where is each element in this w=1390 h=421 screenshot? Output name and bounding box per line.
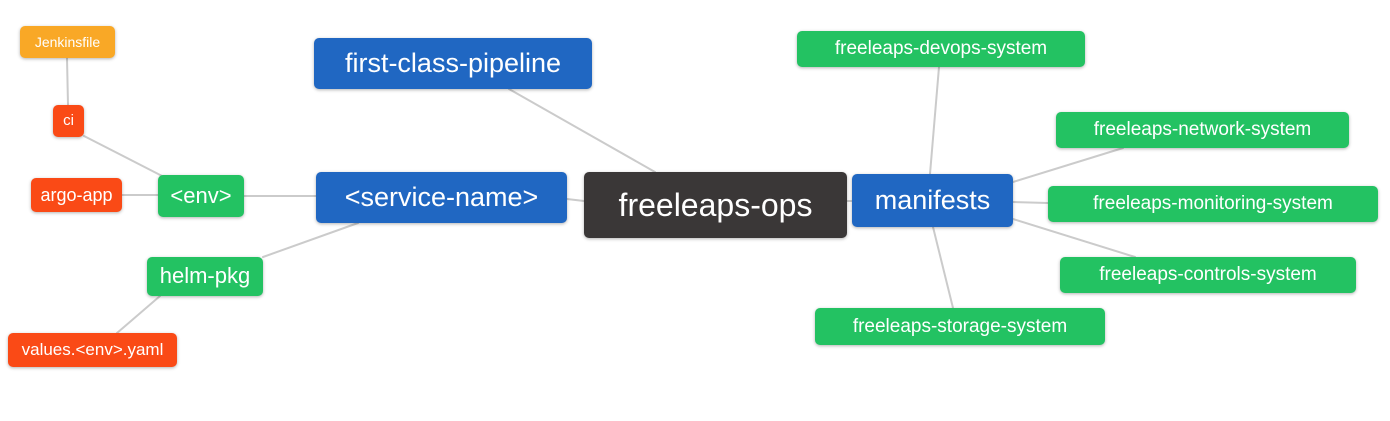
edge-manifests--freeleaps-devops-system <box>929 66 940 175</box>
edge-manifests--freeleaps-network-system <box>1012 147 1124 183</box>
node-freeleaps-ops[interactable]: freeleaps-ops <box>584 172 847 238</box>
edge-helm-pkg--values-env-yaml <box>116 295 161 334</box>
node-label: first-class-pipeline <box>344 47 562 78</box>
edge-manifests--freeleaps-controls-system <box>1012 218 1136 258</box>
node-argo-app[interactable]: argo-app <box>31 178 122 212</box>
node-service-name[interactable]: <service-name> <box>316 172 567 223</box>
node-freeleaps-controls-system[interactable]: freeleaps-controls-system <box>1060 257 1356 293</box>
node-manifests[interactable]: manifests <box>852 174 1013 227</box>
edge-manifests--freeleaps-storage-system <box>932 226 954 309</box>
node-jenkinsfile[interactable]: Jenkinsfile <box>20 26 115 58</box>
node-label: Jenkinsfile <box>34 33 101 50</box>
node-label: argo-app <box>40 184 113 205</box>
node-values-env-yaml[interactable]: values.<env>.yaml <box>8 333 177 367</box>
node-label: freeleaps-storage-system <box>852 315 1068 337</box>
edge-first-class-pipeline--freeleaps-ops <box>508 88 656 173</box>
edge-jenkinsfile--ci <box>66 57 69 106</box>
node-freeleaps-network-system[interactable]: freeleaps-network-system <box>1056 112 1349 148</box>
node-label: freeleaps-ops <box>618 186 813 223</box>
node-label: <env> <box>170 182 232 208</box>
node-label: freeleaps-network-system <box>1093 119 1312 140</box>
node-helm-pkg[interactable]: helm-pkg <box>147 257 263 296</box>
node-freeleaps-storage-system[interactable]: freeleaps-storage-system <box>815 308 1105 345</box>
node-label: <service-name> <box>344 181 539 212</box>
node-label: freeleaps-controls-system <box>1099 264 1317 285</box>
node-label: values.<env>.yaml <box>21 340 164 359</box>
edge-service-name--freeleaps-ops <box>566 198 585 202</box>
node-ci[interactable]: ci <box>53 105 84 137</box>
node-label: helm-pkg <box>159 263 251 288</box>
node-label: freeleaps-devops-system <box>834 38 1048 59</box>
edge-service-name--helm-pkg <box>262 222 359 258</box>
node-env[interactable]: <env> <box>158 175 244 217</box>
edge-ci--env <box>83 135 167 179</box>
node-freeleaps-monitoring-system[interactable]: freeleaps-monitoring-system <box>1048 186 1378 222</box>
node-freeleaps-devops-system[interactable]: freeleaps-devops-system <box>797 31 1085 67</box>
node-first-class-pipeline[interactable]: first-class-pipeline <box>314 38 592 89</box>
edge-manifests--freeleaps-monitoring-system <box>1012 201 1049 204</box>
node-label: manifests <box>874 184 991 215</box>
node-label: freeleaps-monitoring-system <box>1093 193 1333 214</box>
node-label: ci <box>63 112 74 129</box>
